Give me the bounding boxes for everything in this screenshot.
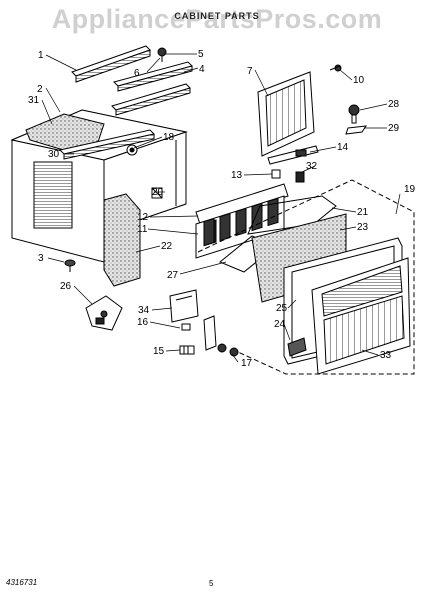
document-number: 4316731 [6, 578, 38, 587]
part-10-screw [329, 64, 342, 72]
callout-20: 20 [152, 187, 164, 198]
part-7-filter-frame [257, 71, 315, 157]
callout-33: 33 [380, 350, 392, 361]
part-1-top-rail [71, 45, 151, 83]
callout-7: 7 [247, 66, 253, 77]
callout-13: 13 [231, 170, 243, 181]
callout-22: 22 [161, 241, 173, 252]
callout-5: 5 [198, 49, 204, 60]
part-21-wire-frame [247, 195, 337, 235]
callout-24: 24 [274, 319, 286, 330]
part-15-connector [179, 345, 195, 355]
callout-28: 28 [388, 99, 400, 110]
callout-21: 21 [357, 207, 369, 218]
callout-17: 17 [241, 358, 253, 369]
part-26-bracket [85, 295, 123, 331]
leader-lines [41, 53, 401, 363]
callout-15: 15 [153, 346, 165, 357]
part-13-tab [271, 169, 281, 179]
part-16-clip [181, 323, 191, 331]
callout-2: 2 [37, 84, 43, 95]
callout-6: 6 [134, 68, 140, 79]
callout-11: 11 [137, 224, 148, 235]
callout-27: 27 [167, 270, 179, 281]
page-number: 5 [209, 579, 214, 588]
part-33-front-grille [311, 257, 411, 375]
callout-30: 30 [48, 149, 60, 160]
callout-18: 18 [163, 132, 175, 143]
callout-1: 1 [38, 50, 44, 61]
callout-16: 16 [137, 317, 149, 328]
part-24-pad [287, 337, 307, 357]
part-14-bracket [267, 145, 319, 165]
part-19-assembly-outline [197, 179, 415, 375]
callout-23: 23 [357, 222, 369, 233]
page-title: CABINET PARTS [174, 11, 260, 21]
callout-32: 32 [306, 161, 318, 172]
callout-4: 4 [199, 64, 205, 75]
callout-29: 29 [388, 123, 400, 134]
part-30-strip [59, 129, 155, 160]
callout-14: 14 [337, 142, 349, 153]
callout-10: 10 [353, 75, 365, 86]
callout-31: 31 [28, 95, 40, 106]
part-6-screw [157, 47, 167, 62]
watermark: AppliancePartsPros.com [51, 4, 383, 34]
callout-labels: 1 2 31 5 6 4 7 10 28 29 18 30 14 32 13 1… [28, 49, 416, 369]
part-34-control-panel [169, 289, 199, 323]
callout-25: 25 [276, 303, 288, 314]
callout-19: 19 [404, 184, 416, 195]
callout-34: 34 [138, 305, 150, 316]
part-17-capacitor [203, 315, 239, 357]
part-32-switch [295, 171, 305, 183]
part-28-knob [348, 104, 360, 124]
callout-12: 12 [137, 212, 149, 223]
part-29-clip [345, 125, 368, 135]
callout-3: 3 [38, 253, 44, 264]
part-22-side-panel [103, 193, 141, 287]
part-3-screw [64, 259, 76, 272]
part-5-rail [113, 61, 193, 92]
callout-26: 26 [60, 281, 72, 292]
part-4-rail [111, 83, 191, 116]
